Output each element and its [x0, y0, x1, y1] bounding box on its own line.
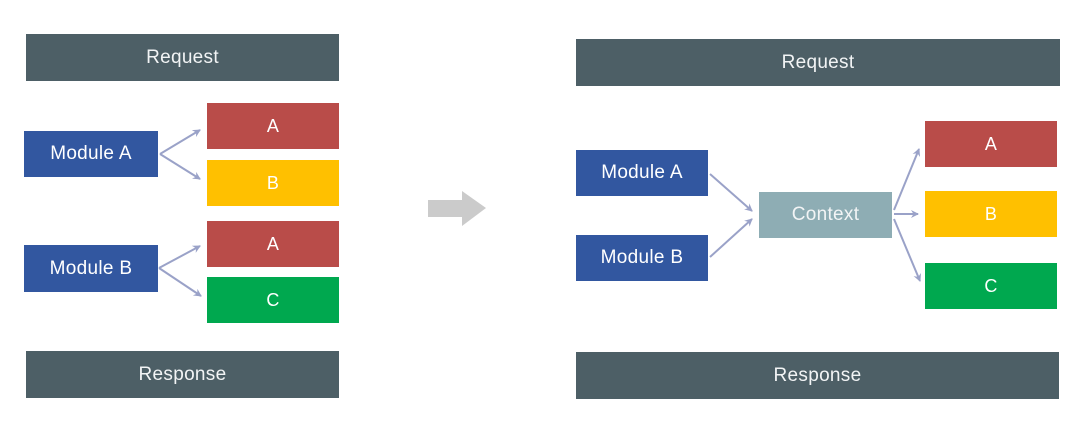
left-output-a1-box: A — [207, 103, 339, 149]
arrow-left-modulea-to-b — [159, 153, 201, 180]
left-request-bar: Request — [26, 34, 339, 81]
arrow-right-modulea-to-context — [709, 173, 753, 212]
arrow-right-moduleb-to-context — [709, 218, 753, 258]
arrow-left-moduleb-to-c — [158, 267, 202, 297]
left-output-c-box: C — [207, 277, 339, 323]
right-module-a-box: Module A — [576, 150, 708, 196]
left-output-a2-box: A — [207, 221, 339, 267]
right-output-b-box: B — [925, 191, 1057, 237]
right-output-a-box: A — [925, 121, 1057, 167]
right-request-bar: Request — [576, 39, 1060, 86]
left-response-bar: Response — [26, 351, 339, 398]
arrow-left-moduleb-to-a — [158, 245, 201, 269]
right-module-b-box: Module B — [576, 235, 708, 281]
right-response-bar: Response — [576, 352, 1059, 399]
left-module-a-box: Module A — [24, 131, 158, 177]
transition-arrow-icon — [428, 191, 486, 226]
left-output-b-box: B — [207, 160, 339, 206]
arrow-context-to-a — [893, 148, 921, 211]
left-module-b-box: Module B — [24, 245, 158, 292]
arrow-context-to-c — [893, 218, 921, 282]
context-box: Context — [759, 192, 892, 238]
arrow-left-modulea-to-a — [159, 129, 201, 155]
right-output-c-box: C — [925, 263, 1057, 309]
